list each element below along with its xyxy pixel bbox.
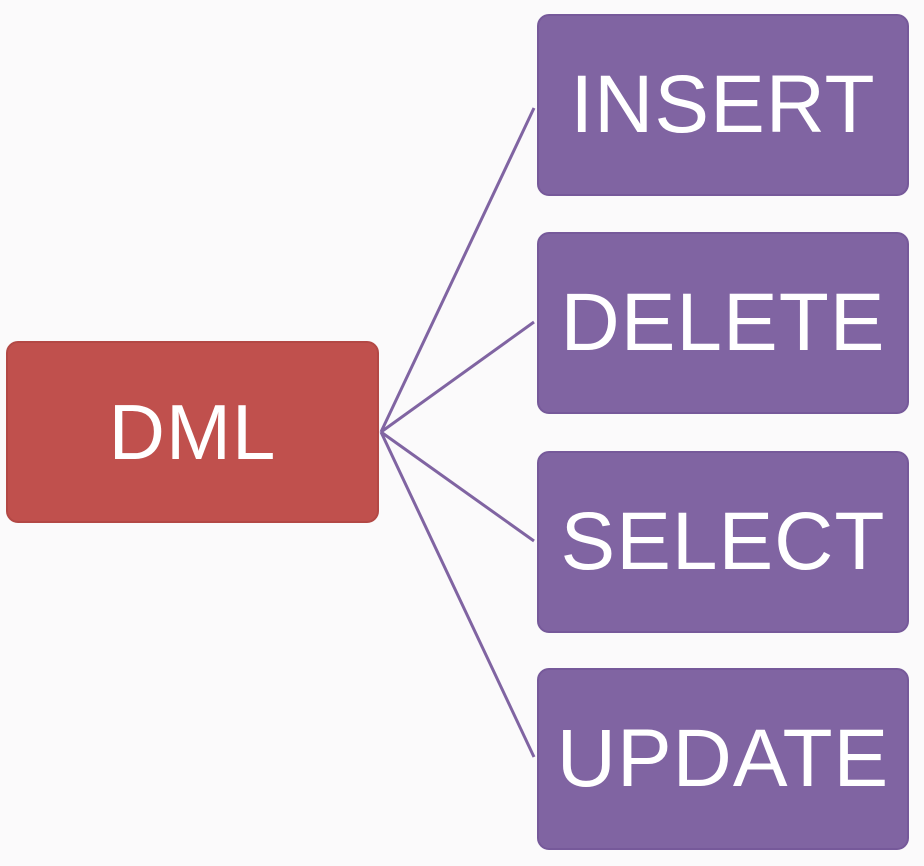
child-node-label: UPDATE <box>556 713 890 804</box>
connector-insert <box>379 107 536 433</box>
root-node-dml: DML <box>6 341 379 523</box>
child-node-select: SELECT <box>537 451 909 633</box>
connector-select <box>380 430 535 543</box>
root-node-label: DML <box>108 387 277 476</box>
child-node-delete: DELETE <box>537 232 909 414</box>
child-node-update: UPDATE <box>537 668 909 850</box>
child-node-label: INSERT <box>570 59 876 150</box>
connector-delete <box>380 320 535 434</box>
child-node-label: SELECT <box>560 496 886 587</box>
child-node-insert: INSERT <box>537 14 909 196</box>
child-node-label: DELETE <box>560 277 886 368</box>
connector-update <box>379 431 536 758</box>
